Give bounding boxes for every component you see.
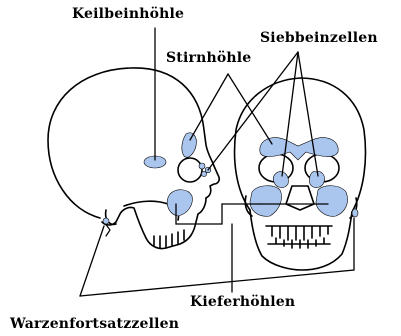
side-frontal-sinus: [182, 133, 197, 158]
front-skull: [235, 78, 366, 270]
label-ethmoid-cells: Siebbeinzellen: [260, 30, 378, 46]
front-ethmoid-left: [273, 172, 288, 188]
label-frontal-sinus: Stirnhöhle: [166, 50, 251, 66]
front-maxillary-left: [250, 186, 282, 217]
front-skull-lower-teeth: [268, 238, 330, 248]
side-maxillary-sinus: [167, 190, 192, 216]
side-skull-teeth: [154, 230, 184, 248]
leader-mastoid-front: [80, 218, 354, 296]
leader-frontal-front: [228, 74, 272, 144]
side-skull: [48, 68, 219, 249]
side-skull-sinuses: [103, 133, 211, 224]
front-frontal-sinus: [260, 138, 338, 160]
front-skull-sinuses: [250, 138, 358, 217]
front-maxillary-right: [316, 186, 348, 217]
side-ethmoid-cell-3: [201, 171, 206, 176]
front-ethmoid-right: [309, 172, 324, 188]
side-skull-eye-socket: [178, 158, 202, 182]
leader-mastoid-side: [80, 226, 104, 296]
front-mastoid-cells: [352, 209, 358, 217]
leader-frontal-side: [190, 74, 228, 140]
label-mastoid-cells: Warzenfortsatzzellen: [10, 316, 179, 332]
front-skull-nasal-cavity: [286, 186, 314, 210]
label-maxillary-sinuses: Kieferhöhlen: [190, 294, 295, 310]
front-skull-jaw: [250, 210, 352, 270]
side-mastoid-cells: [103, 218, 109, 224]
label-sphenoid-sinus: Keilbeinhöhle: [72, 6, 184, 22]
side-ethmoid-cell-1: [199, 163, 205, 169]
